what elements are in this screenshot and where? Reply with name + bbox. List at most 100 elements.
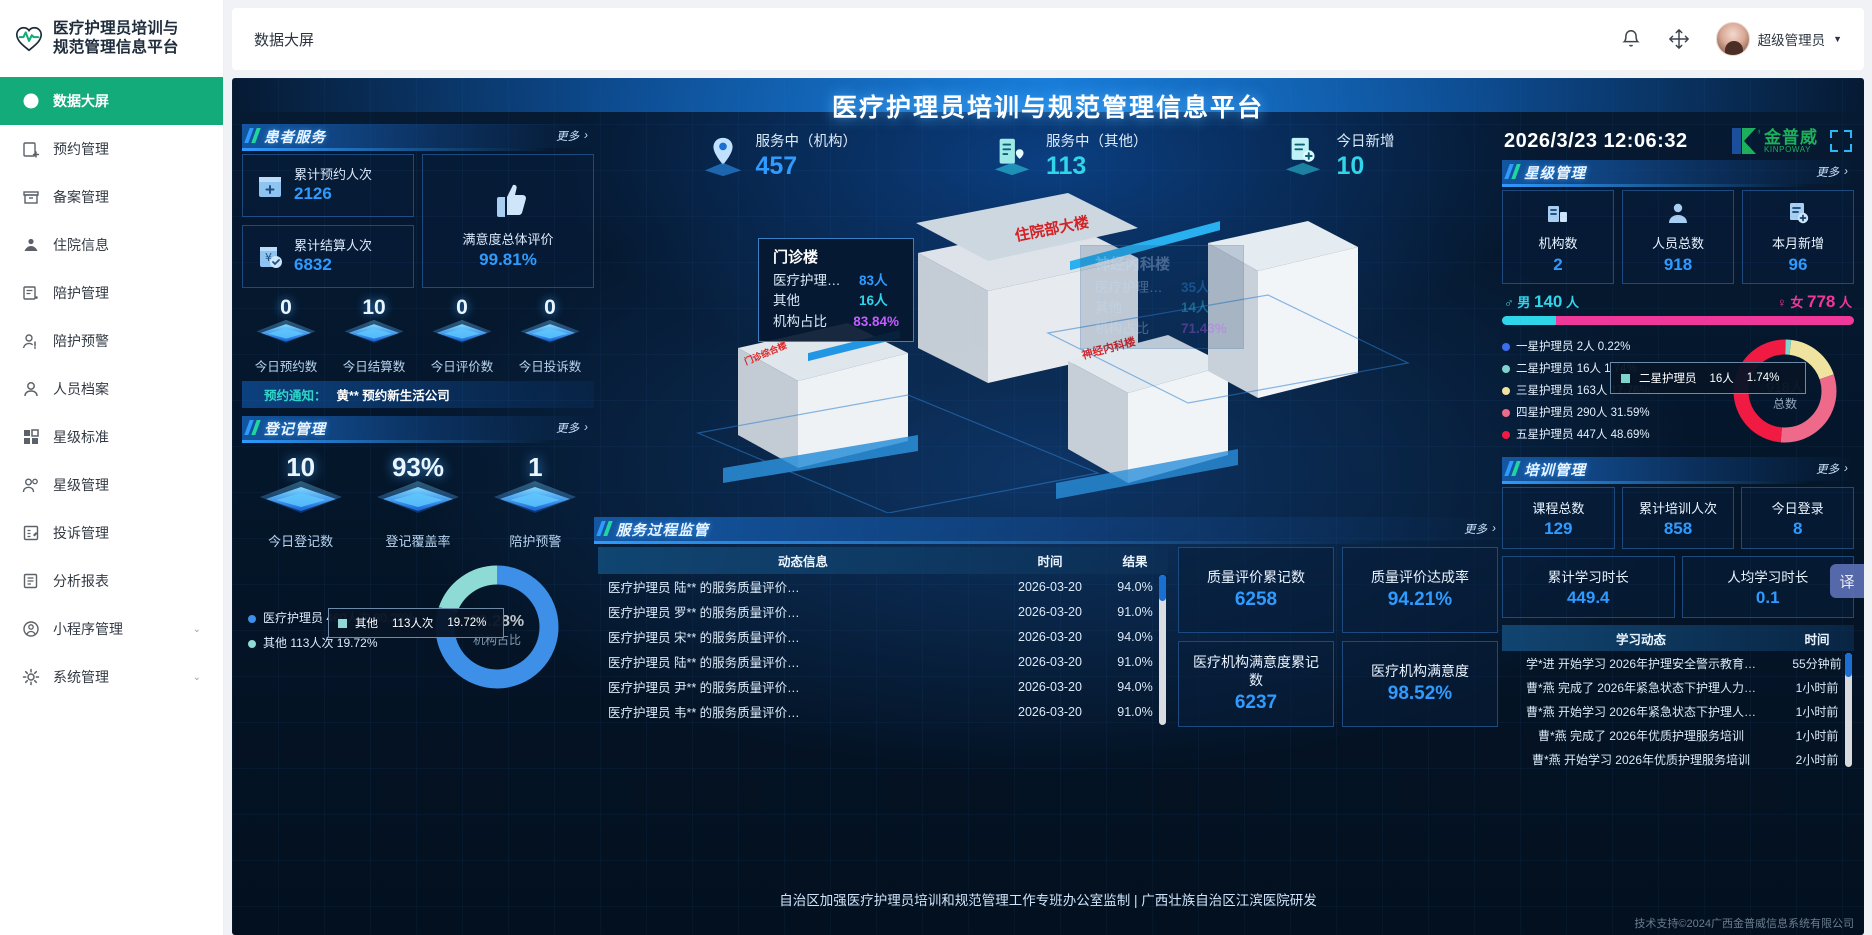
star-distribution-chart: 一星护理员 2人 0.22%二星护理员 16人 1.74%三星护理员 163人 … xyxy=(1502,331,1854,451)
star-legend-item-1: 二星护理员 16人 1.74% xyxy=(1502,358,1650,380)
list-item[interactable]: 曹*燕 开始学习 2026年紧急状态下护理人…1小时前 xyxy=(1502,699,1854,723)
sidebar-item-label: 备案管理 xyxy=(53,189,109,205)
doc-plus-icon xyxy=(1285,137,1320,175)
center-stat-1: 服务中（其他）113 xyxy=(992,130,1148,181)
cell-result: 91.0% xyxy=(1117,654,1153,669)
legend-text: 五星护理员 447人 48.69% xyxy=(1516,429,1650,442)
cell-value: 2 xyxy=(1553,254,1563,274)
plate-3d-icon xyxy=(432,319,492,343)
notice-key: 预约通知： xyxy=(264,389,327,403)
bell-icon[interactable] xyxy=(1620,28,1642,50)
chevron-down-icon: ⌄ xyxy=(192,623,201,635)
tooltip-row-key: 其他 xyxy=(1095,300,1122,316)
more-link-training[interactable]: 更多 › xyxy=(1816,461,1848,477)
sidebar-item-4[interactable]: 陪护管理 xyxy=(0,269,223,317)
move-icon[interactable] xyxy=(1668,28,1690,50)
center-stat-value: 10 xyxy=(1336,152,1365,180)
topbar-actions: 超级管理员 ▼ xyxy=(1620,22,1842,56)
sidebar-item-2[interactable]: 备案管理 xyxy=(0,173,223,221)
sidebar-item-label: 陪护管理 xyxy=(53,285,109,301)
dashboard-title: 医疗护理员培训与规范管理信息平台 xyxy=(831,94,1264,122)
more-link-star-management[interactable]: 更多 › xyxy=(1816,164,1848,180)
cell-value: 918 xyxy=(1663,254,1693,274)
location-pin-icon xyxy=(704,137,741,176)
more-link-service-monitor[interactable]: 更多 › xyxy=(1464,521,1496,537)
cell-label: 机构数 xyxy=(1538,235,1578,251)
male-stat: ♂ 男 140 人 xyxy=(1504,292,1579,312)
sidebar-item-9[interactable]: 投诉管理 xyxy=(0,509,223,557)
more-link-registration[interactable]: 更多 › xyxy=(556,420,588,436)
center-stat-0: 服务中（机构）457 xyxy=(702,130,857,181)
archive-icon xyxy=(23,191,39,204)
sidebar-item-6[interactable]: 人员档案 xyxy=(0,365,223,413)
translate-button[interactable]: 译 xyxy=(1830,564,1864,598)
panel-title: 登记管理 xyxy=(264,421,326,438)
more-label: 更多 xyxy=(556,423,580,435)
plate-3d-icon xyxy=(259,481,342,513)
sidebar-item-8[interactable]: 星级管理 xyxy=(0,461,223,509)
sidebar-item-5[interactable]: 陪护预警 xyxy=(0,317,223,365)
sidebar-item-7[interactable]: 星级标准 xyxy=(0,413,223,461)
sidebar-item-1[interactable]: 预约管理 xyxy=(0,125,223,173)
card-value: 2126 xyxy=(294,184,332,203)
fullscreen-icon[interactable] xyxy=(1830,130,1852,152)
brand-line-2: 规范管理信息平台 xyxy=(53,38,179,56)
sidebar-item-11[interactable]: 小程序管理⌄ xyxy=(0,605,223,653)
table-scrollbar-thumb[interactable] xyxy=(1845,653,1852,677)
chevron-right-icon: › xyxy=(1492,523,1496,535)
cell-value: 858 xyxy=(1663,518,1693,538)
panel-header-registration: 登记管理 更多 › xyxy=(242,416,594,443)
sidebar-nav: 数据大屏预约管理备案管理住院信息陪护管理陪护预警人员档案星级标准星级管理投诉管理… xyxy=(0,77,223,935)
kinpoway-mark-icon: ® xyxy=(1732,128,1760,154)
sidebar-item-12[interactable]: 系统管理⌄ xyxy=(0,653,223,701)
cell-label: 今日登录 xyxy=(1771,500,1824,516)
sidebar-item-3[interactable]: 住院信息 xyxy=(0,221,223,269)
panel-title: 星级管理 xyxy=(1524,165,1586,182)
female-stat: ♀ 女 778 人 xyxy=(1777,292,1852,312)
star-cell-0: 机构数 2 xyxy=(1502,190,1614,284)
panel-header-star-management: 星级管理 更多 › xyxy=(1502,160,1854,187)
card-cumulative-settlements: ¥ 累计结算人次 6832 xyxy=(242,225,414,288)
column-header-time: 时间 xyxy=(1037,555,1063,569)
list-item[interactable]: 曹*燕 完成了 2026年紧急状态下护理人力…1小时前 xyxy=(1502,675,1854,699)
cell-activity: 曹*燕 完成了 2026年优质护理服务培训 xyxy=(1537,728,1745,743)
user-menu[interactable]: 超级管理员 ▼ xyxy=(1715,22,1842,56)
kpi-label: 医疗机构满意度累记数 xyxy=(1193,654,1319,688)
stat-label: 陪护预警 xyxy=(509,534,562,549)
table-scrollbar-thumb[interactable] xyxy=(1159,575,1166,601)
cell-label: 累计学习时长 xyxy=(1547,570,1629,585)
plate-3d-icon xyxy=(344,319,404,343)
panel-title: 患者服务 xyxy=(264,129,326,146)
table-scrollbar-track[interactable] xyxy=(1845,653,1852,767)
dashboard-header: 医疗护理员培训与规范管理信息平台 xyxy=(232,78,1864,124)
tooltip-row-key: 医疗护理… xyxy=(1095,280,1163,295)
table-scrollbar-track[interactable] xyxy=(1159,575,1166,725)
male-label: 男 xyxy=(1517,295,1531,310)
cell-label: 课程总数 xyxy=(1532,500,1585,516)
sidebar-item-label: 分析报表 xyxy=(53,573,109,589)
list-item[interactable]: 学*进 开始学习 2026年护理安全警示教育…55分钟前 xyxy=(1502,651,1854,675)
panel-title: 服务过程监管 xyxy=(616,522,709,539)
sidebar-item-10[interactable]: 分析报表 xyxy=(0,557,223,605)
more-link-patient-service[interactable]: 更多 › xyxy=(556,128,588,144)
sidebar-item-0[interactable]: 数据大屏 xyxy=(0,77,223,125)
right-column: 2026/3/23 12:06:32 ® 金普威 KINPOWAY xyxy=(1502,124,1855,935)
tooltip-name: 二星护理员 xyxy=(1639,373,1697,385)
dashboard-columns: 患者服务 更多 › xyxy=(232,93,1864,935)
clock-row: 2026/3/23 12:06:32 ® 金普威 KINPOWAY xyxy=(1502,124,1854,160)
notice-value: 黄** 预约新生活公司 xyxy=(336,389,450,403)
stat-label: 今日登记数 xyxy=(268,534,334,549)
cell-label: 累计培训人次 xyxy=(1639,500,1718,516)
stat-plate xyxy=(519,318,581,352)
